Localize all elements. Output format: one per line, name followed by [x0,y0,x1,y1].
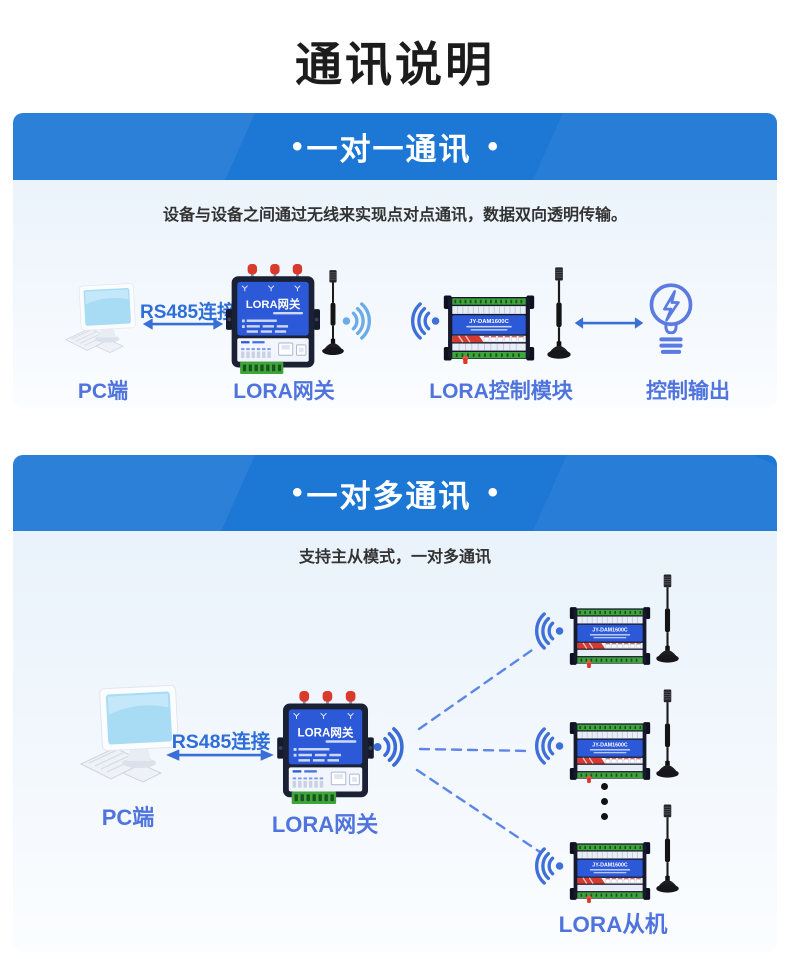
whip-antenna-icon [656,804,679,893]
rs485-link-label: RS485连接 [171,731,271,753]
section-one-to-one: • 一对一通讯 • 设备与设备之间通过无线来实现点对点通讯，数据双向透明传输。 … [13,113,777,408]
double-headed-arrow-icon [166,749,274,761]
slave-label: LORA从机 [558,912,668,937]
section-one-to-many-title: 一对多通讯 [306,478,472,514]
gateway-label: LORA网关 [271,812,379,837]
slave-device-text: JY-DAM1600C [592,743,628,749]
whip-antenna-icon [547,267,571,359]
gateway-device-text: LORA网关 [246,297,301,311]
section-one-to-one-header: • 一对一通讯 • [13,113,777,180]
slave-device-text: JY-DAM1600C [592,863,628,869]
header-bullet-right: • [487,476,499,509]
section-one-to-many-header: • 一对多通讯 • [13,455,777,531]
double-headed-arrow-icon [142,318,224,330]
lora-gateway-device-icon: LORA网关 [277,691,374,805]
pc-label: PC端 [101,805,155,830]
whip-antenna-icon [656,574,679,663]
vertical-ellipsis-icon [601,783,608,820]
header-bullet-left: • [291,129,303,163]
rs485-link-label: RS485连接 [140,302,237,323]
double-headed-arrow-icon [574,317,644,329]
wireless-signal-icon [342,302,371,340]
lightbulb-lightning-icon [649,283,693,354]
wireless-signal-icon [535,727,564,765]
whip-antenna-icon [322,270,344,356]
desktop-pc-icon [79,685,179,783]
dashed-wireless-link-lines [415,646,542,854]
section-one-to-one-title: 一对一通讯 [306,132,472,167]
section-one-to-one-description: 设备与设备之间通过无线来实现点对点通讯，数据双向透明传输。 [162,207,627,224]
gateway-antenna-caps [299,691,356,705]
section-one-to-many: • 一对多通讯 • 支持主从模式，一对多通讯 PC端 RS485连接 [13,455,777,952]
wireless-signal-icon [411,302,440,340]
wireless-signal-icon [535,847,564,885]
header-bullet-left: • [291,476,303,509]
wireless-signal-icon [535,612,564,650]
header-bullet-right: • [487,129,499,163]
gateway-device-text: LORA网关 [298,725,354,739]
pc-label: PC端 [77,380,129,403]
gateway-antenna-caps [247,264,303,278]
page-title: 通讯说明 [295,38,495,91]
control-module-device-icon: JY-DAM1600C [569,607,651,668]
module-device-text: JY-DAM1600C [469,319,509,325]
control-module-device-icon: JY-DAM1600C [569,722,651,783]
control-module-device-icon: JY-DAM1600C [569,842,651,903]
desktop-pc-icon [65,283,136,353]
whip-antenna-icon [656,689,679,778]
module-label: LORA控制模块 [429,380,573,403]
gateway-label: LORA网关 [233,380,335,403]
output-label: 控制输出 [646,380,730,403]
wireless-signal-icon [373,727,404,767]
section-one-to-many-description: 支持主从模式，一对多通讯 [298,549,491,566]
control-module-device-icon: JY-DAM1600C [443,295,535,364]
slave-device-text: JY-DAM1600C [592,628,628,634]
lora-gateway-device-icon: LORA网关 [226,264,320,375]
